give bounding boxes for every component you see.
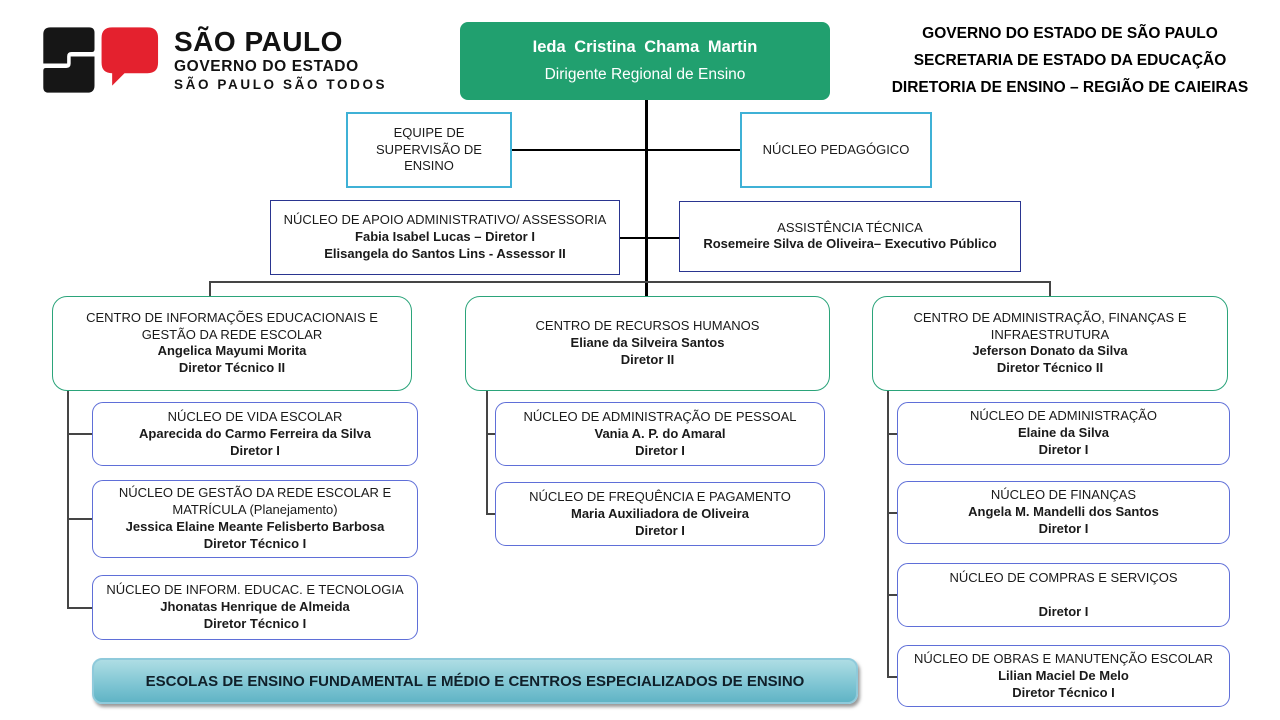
node-nucleo-gestao-rede-escolar: NÚCLEO DE GESTÃO DA REDE ESCOLAR E MATRÍ… bbox=[92, 480, 418, 558]
node-person: Elaine da Silva bbox=[1017, 425, 1110, 440]
node-person: Jessica Elaine Meante Felisberto Barbosa bbox=[125, 518, 385, 534]
node-title: CENTRO DE RECURSOS HUMANOS bbox=[535, 318, 760, 334]
node-nucleo-administracao: NÚCLEO DE ADMINISTRAÇÃO Elaine da Silva … bbox=[897, 402, 1230, 465]
node-title: NÚCLEO DE ADMINISTRAÇÃO DE PESSOAL bbox=[523, 408, 797, 424]
node-person: Maria Auxiliadora de Oliveira bbox=[571, 505, 749, 521]
node-nucleo-compras-servicos: NÚCLEO DE COMPRAS E SERVIÇOS Diretor I bbox=[897, 563, 1230, 627]
logo-subtitle: GOVERNO DO ESTADO bbox=[174, 57, 359, 75]
node-title: CENTRO DE INFORMAÇÕES EDUCACIONAIS E GES… bbox=[86, 309, 378, 342]
node-person-2: Elisangela do Santos Lins - Assessor II bbox=[324, 245, 566, 261]
node-role: Diretor Técnico I bbox=[203, 535, 307, 551]
node-nucleo-obras-manutencao: NÚCLEO DE OBRAS E MANUTENÇÃO ESCOLAR Lil… bbox=[897, 645, 1230, 707]
node-person: Aparecida do Carmo Ferreira da Silva bbox=[139, 425, 371, 441]
node-role: Diretor Técnico I bbox=[203, 616, 307, 631]
connector-drop-cie bbox=[209, 281, 211, 297]
connector-level2-horizontal bbox=[512, 149, 740, 151]
node-title: NÚCLEO DE FREQUÊNCIA E PAGAMENTO bbox=[529, 488, 791, 504]
node-title: NÚCLEO DE FINANÇAS bbox=[990, 487, 1137, 503]
node-person: Angela M. Mandelli dos Santos bbox=[968, 504, 1159, 519]
node-centro-recursos-humanos: CENTRO DE RECURSOS HUMANOS Eliane da Sil… bbox=[465, 296, 830, 391]
node-nucleo-pedagogico: NÚCLEO PEDAGÓGICO bbox=[740, 112, 932, 188]
node-person: Vania A. P. do Amaral bbox=[594, 425, 726, 441]
node-assistencia-tecnica: ASSISTÊNCIA TÉCNICA Rosemeire Silva de O… bbox=[679, 201, 1021, 272]
agency-header: GOVERNO DO ESTADO DE SÃO PAULO SECRETARI… bbox=[868, 20, 1272, 101]
node-title: NÚCLEO PEDAGÓGICO bbox=[762, 141, 910, 157]
node-role: Diretor I bbox=[1038, 603, 1089, 619]
schools-banner: ESCOLAS DE ENSINO FUNDAMENTAL E MÉDIO E … bbox=[92, 658, 858, 704]
node-nucleo-administracao-pessoal: NÚCLEO DE ADMINISTRAÇÃO DE PESSOAL Vania… bbox=[495, 402, 825, 466]
header-line-government: GOVERNO DO ESTADO DE SÃO PAULO bbox=[922, 25, 1218, 42]
schools-banner-label: ESCOLAS DE ENSINO FUNDAMENTAL E MÉDIO E … bbox=[145, 672, 805, 690]
header-line-board: DIRETORIA DE ENSINO – REGIÃO DE CAIEIRAS bbox=[891, 79, 1249, 96]
node-person: Jhonatas Henrique de Almeida bbox=[160, 599, 350, 614]
node-nucleo-vida-escolar: NÚCLEO DE VIDA ESCOLAR Aparecida do Carm… bbox=[92, 402, 418, 466]
connector-col3-stub4 bbox=[887, 676, 898, 678]
node-nucleo-financas: NÚCLEO DE FINANÇAS Angela M. Mandelli do… bbox=[897, 481, 1230, 544]
node-dirigente-regional: Ieda Cristina Chama Martin Dirigente Reg… bbox=[460, 22, 830, 100]
connector-col2-stub2 bbox=[486, 513, 496, 515]
node-role: Diretor I bbox=[1038, 442, 1089, 457]
node-role: Diretor I bbox=[1038, 521, 1089, 536]
node-equipe-supervisao: EQUIPE DE SUPERVISÃO DE ENSINO bbox=[346, 112, 512, 188]
node-title: NÚCLEO DE INFORM. EDUCAC. E TECNOLOGIA bbox=[106, 582, 404, 598]
node-title: NÚCLEO DE COMPRAS E SERVIÇOS bbox=[949, 569, 1178, 585]
node-apoio-administrativo: NÚCLEO DE APOIO ADMINISTRATIVO/ ASSESSOR… bbox=[270, 200, 620, 275]
node-centro-informacoes-educacionais: CENTRO DE INFORMAÇÕES EDUCACIONAIS E GES… bbox=[52, 296, 412, 391]
sp-government-logo: SÃO PAULO GOVERNO DO ESTADO SÃO PAULO SÃ… bbox=[38, 24, 387, 96]
node-role: Diretor I bbox=[635, 522, 685, 538]
connector-col1-stub1 bbox=[67, 433, 92, 435]
node-title: ASSISTÊNCIA TÉCNICA bbox=[777, 219, 923, 235]
node-title: NÚCLEO DE GESTÃO DA REDE ESCOLAR E MATRÍ… bbox=[118, 485, 392, 518]
logo-tagline: SÃO PAULO SÃO TODOS bbox=[174, 76, 388, 92]
connector-col1-stub3 bbox=[67, 607, 92, 609]
connector-col1-vertical bbox=[67, 389, 69, 609]
header-line-secretariat: SECRETARIA DE ESTADO DA EDUCAÇÃO bbox=[913, 52, 1227, 69]
node-person: Ieda Cristina Chama Martin bbox=[532, 38, 758, 56]
connector-centers-rail bbox=[209, 281, 1051, 283]
node-person: Fabia Isabel Lucas – Diretor I bbox=[355, 228, 535, 244]
node-person: Angelica Mayumi Morita bbox=[157, 343, 307, 359]
connector-col1-stub2 bbox=[67, 518, 92, 520]
node-nucleo-informacoes-tecnologia: NÚCLEO DE INFORM. EDUCAC. E TECNOLOGIA J… bbox=[92, 575, 418, 640]
node-role: Diretor I bbox=[635, 442, 685, 458]
connector-col2-stub1 bbox=[486, 433, 496, 435]
connector-col3-vertical bbox=[887, 389, 889, 677]
node-role: Diretor II bbox=[620, 352, 675, 367]
connector-root-vertical bbox=[645, 100, 648, 297]
node-person: Jeferson Donato da Silva bbox=[972, 343, 1128, 359]
node-centro-administracao-financas: CENTRO DE ADMINISTRAÇÃO, FINANÇAS E INFR… bbox=[872, 296, 1228, 391]
logo-title: SÃO PAULO bbox=[174, 25, 343, 57]
sp-logo-icon bbox=[43, 27, 159, 93]
node-title: NÚCLEO DE APOIO ADMINISTRATIVO/ ASSESSOR… bbox=[283, 212, 607, 228]
node-person: Lilian Maciel De Melo bbox=[998, 667, 1129, 683]
node-nucleo-frequencia-pagamento: NÚCLEO DE FREQUÊNCIA E PAGAMENTO Maria A… bbox=[495, 482, 825, 546]
connector-level3-horizontal bbox=[620, 237, 679, 239]
connector-col2-vertical bbox=[486, 389, 488, 515]
node-role: Diretor Técnico II bbox=[996, 360, 1104, 376]
connector-drop-caf bbox=[1049, 281, 1051, 297]
node-role: Diretor Técnico II bbox=[178, 360, 286, 376]
node-person: Eliane da Silveira Santos bbox=[570, 335, 725, 350]
node-title: EQUIPE DE SUPERVISÃO DE ENSINO bbox=[376, 124, 482, 174]
node-person: Rosemeire Silva de Oliveira– Executivo P… bbox=[703, 236, 997, 252]
connector-col3-stub1 bbox=[887, 433, 898, 435]
node-title: NÚCLEO DE OBRAS E MANUTENÇÃO ESCOLAR bbox=[913, 650, 1214, 666]
node-title: NÚCLEO DE VIDA ESCOLAR bbox=[167, 408, 343, 424]
node-title: NÚCLEO DE ADMINISTRAÇÃO bbox=[969, 408, 1158, 424]
node-role: Dirigente Regional de Ensino bbox=[544, 66, 746, 83]
node-role: Diretor Técnico I bbox=[1012, 684, 1115, 700]
node-title: CENTRO DE ADMINISTRAÇÃO, FINANÇAS E INFR… bbox=[913, 309, 1187, 342]
connector-col3-stub2 bbox=[887, 512, 898, 514]
connector-col3-stub3 bbox=[887, 594, 898, 596]
logo-text: SÃO PAULO GOVERNO DO ESTADO SÃO PAULO SÃ… bbox=[174, 25, 388, 94]
node-role: Diretor I bbox=[230, 442, 280, 458]
